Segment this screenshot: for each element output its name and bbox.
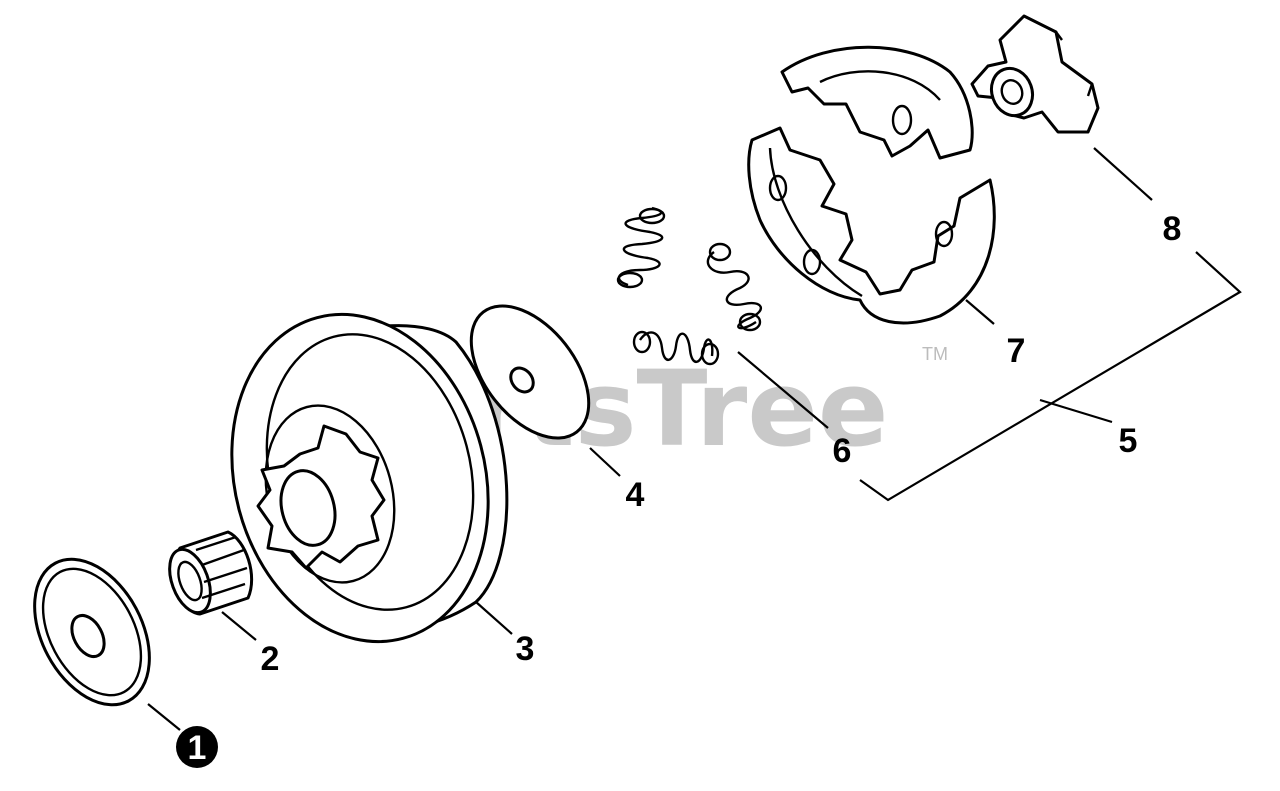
- leader-7: [965, 299, 995, 325]
- part-7-clutch-shoe-lower[interactable]: [747, 126, 996, 325]
- part-6-spring-lower[interactable]: [632, 330, 720, 366]
- callout-1-label: 1: [188, 729, 207, 767]
- part-6-spring-upper[interactable]: [616, 206, 666, 289]
- leader-6: [737, 351, 829, 429]
- leader-2: [221, 611, 257, 641]
- part-4-washer[interactable]: [448, 284, 613, 459]
- callout-1[interactable]: 1: [176, 726, 218, 768]
- callout-4-label[interactable]: 4: [626, 476, 645, 514]
- callout-8-label[interactable]: 8: [1163, 210, 1182, 248]
- leader-lines: [147, 147, 1242, 731]
- leader-4: [589, 447, 621, 477]
- leader-5: [1039, 398, 1113, 424]
- callout-2-label[interactable]: 2: [261, 640, 280, 678]
- leader-3: [475, 601, 513, 635]
- leader-1: [147, 703, 181, 731]
- part-8-clutch-hub[interactable]: [970, 14, 1100, 134]
- leader-8: [1093, 147, 1153, 201]
- callout-6-label[interactable]: 6: [833, 432, 852, 470]
- callout-1-highlight: [176, 726, 218, 768]
- callout-3-label[interactable]: 3: [516, 630, 535, 668]
- watermark-trademark: TM: [922, 344, 948, 364]
- part-3-clutch-drum[interactable]: [196, 285, 523, 670]
- part-6-spring-middle[interactable]: [706, 242, 762, 332]
- part-1-washer[interactable]: [11, 540, 173, 725]
- part-7-clutch-shoe-upper[interactable]: [780, 45, 974, 160]
- leader-5-bracket: [859, 251, 1242, 502]
- callout-7-label[interactable]: 7: [1007, 332, 1026, 370]
- part-2-needle-bearing[interactable]: [162, 530, 253, 618]
- callout-5-label[interactable]: 5: [1119, 422, 1138, 460]
